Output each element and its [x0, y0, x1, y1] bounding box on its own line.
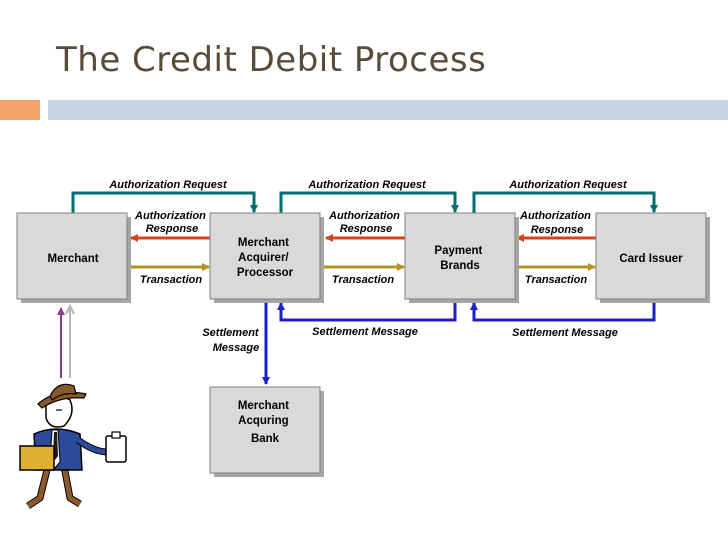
arrow-auth-request-3 [472, 191, 658, 213]
label-auth-request-1: Authorization Request [108, 179, 228, 191]
box-issuer-label: Card Issuer [619, 253, 683, 265]
box-issuer [595, 212, 707, 300]
box-bank [209, 386, 321, 474]
label-auth-response-3: Authorization Response [519, 210, 594, 236]
settlement-arrows [262, 302, 656, 385]
label-transaction-2: Transaction [332, 274, 394, 286]
arrow-settlement-3 [470, 302, 656, 322]
label-auth-request-3: Authorization Request [508, 179, 628, 191]
auth-request-arrows [71, 191, 658, 213]
label-transaction-3: Transaction [525, 274, 587, 286]
box-merchant [16, 212, 128, 300]
person-to-merchant-arrows [57, 303, 75, 378]
label-transaction-1: Transaction [140, 274, 202, 286]
arrow-auth-request-1 [71, 191, 258, 213]
box-brands [404, 212, 516, 300]
businessman-with-clipboard-icon [19, 383, 127, 509]
arrow-settlement-2 [277, 302, 457, 322]
accent-square [0, 100, 40, 120]
header-bar [48, 100, 728, 120]
label-settlement-1: Settlement Message [202, 327, 261, 354]
label-settlement-3: Settlement Message [512, 327, 618, 339]
label-auth-request-2: Authorization Request [307, 179, 427, 191]
box-merchant-label: Merchant [47, 253, 98, 265]
box-brands-label: Payment Brands [434, 245, 485, 272]
label-settlement-2: Settlement Message [312, 326, 418, 338]
box-bank-label: Merchant Acquring Bank [238, 400, 292, 445]
label-auth-response-2: Authorization Response [328, 210, 403, 235]
page-title: The Credit Debit Process [56, 40, 487, 80]
box-acquirer [209, 212, 321, 300]
box-acquirer-label: Merchant Acquirer/ Processor [237, 237, 294, 279]
label-auth-response-1: Authorization Response [134, 210, 209, 235]
arrow-auth-request-2 [279, 191, 459, 213]
